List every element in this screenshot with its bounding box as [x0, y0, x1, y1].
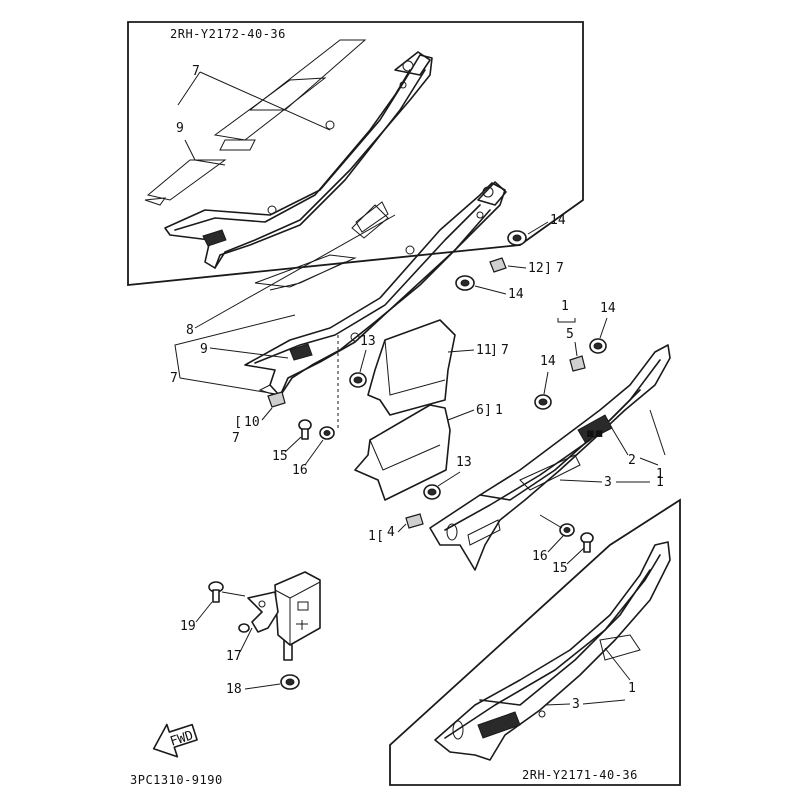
- label-14-b: 14: [508, 287, 524, 302]
- top-inset-decal-upper: [213, 77, 327, 151]
- decal-main-stripe: [254, 254, 357, 291]
- part-10-damper: [267, 391, 286, 408]
- diagram-code: 3PC1310-9190: [130, 773, 223, 787]
- emblem-text: ▪▪: [586, 426, 604, 441]
- top-inset-decal-lower: [144, 159, 227, 206]
- bottom-inset-side-cover: [434, 541, 671, 761]
- label-14-a: 14: [550, 213, 566, 228]
- bottom-inset: 2RH-Y2171-40-36 3 1: [389, 498, 681, 786]
- right-side-cover: ▪▪: [429, 344, 671, 571]
- label-11: 11: [476, 343, 492, 358]
- label-15-b: 15: [552, 561, 568, 576]
- label-4-ref: 1: [368, 529, 376, 544]
- part-16-collar-a: [319, 426, 335, 440]
- top-inset: 2RH-Y2172-40-36 7 9: [127, 21, 584, 286]
- part-14-grommet-c: [589, 338, 607, 354]
- label-11-ref: 7: [501, 343, 509, 358]
- label-5: 5: [566, 327, 574, 342]
- fwd-label: FWD: [168, 728, 195, 750]
- label-8: 8: [186, 323, 194, 338]
- label-10: 10: [244, 415, 260, 430]
- label-3-bottom: 3: [572, 697, 580, 712]
- label-15-a: 15: [272, 449, 288, 464]
- label-13-b: 13: [456, 455, 472, 470]
- label-18: 18: [226, 682, 242, 697]
- label-16-a: 16: [292, 463, 308, 478]
- part-15-screw-a: [298, 419, 312, 440]
- part-5-damper: [569, 355, 586, 372]
- top-inset-decal-small: [355, 201, 389, 233]
- label-14-c: 14: [600, 301, 616, 316]
- part-16-collar-b: [559, 523, 575, 537]
- top-inset-side-cover: [164, 51, 433, 269]
- part-4-damper: [405, 513, 424, 529]
- label-19: 19: [180, 619, 196, 634]
- bracket-12: ]: [545, 261, 550, 276]
- fwd-arrow-icon: FWD: [152, 723, 198, 758]
- part-13-grommet-a: [349, 372, 367, 388]
- top-inset-decal-stripe: [248, 39, 367, 111]
- part-13-grommet-b: [423, 484, 441, 500]
- label-4: 4: [387, 525, 395, 540]
- top-inset-code: 2RH-Y2172-40-36: [170, 27, 286, 41]
- top-inset-frame: [127, 21, 584, 286]
- bracket-10-open: [: [236, 415, 241, 430]
- label-7-top: 7: [192, 64, 200, 79]
- label-16-b: 16: [532, 549, 548, 564]
- label-2-ref: 1: [656, 467, 664, 482]
- bottom-inset-frame: [389, 498, 681, 786]
- part-12-damper: [489, 257, 507, 273]
- part-14-grommet-a: [507, 230, 527, 246]
- part-11-inner-panel: [367, 319, 456, 416]
- label-7: 7: [170, 371, 178, 386]
- label-9: 9: [200, 342, 208, 357]
- label-12: 12: [528, 261, 544, 276]
- part-19-bolt: [208, 581, 246, 603]
- label-2: 2: [628, 453, 636, 468]
- label-3-ref: 1: [656, 475, 664, 490]
- part-15-screw-b: [580, 532, 594, 553]
- part-14-grommet-b: [455, 275, 475, 291]
- label-10-ref: 7: [232, 431, 240, 446]
- label-3: 3: [604, 475, 612, 490]
- label-9-top: 9: [176, 121, 184, 136]
- part-6-inner-panel: [354, 404, 451, 501]
- label-12-ref: 7: [556, 261, 564, 276]
- bracket-11: ]: [491, 343, 496, 358]
- label-1-bottom: 1: [628, 681, 636, 696]
- label-13-a: 13: [360, 334, 376, 349]
- bracket-4-open: [: [378, 529, 383, 544]
- label-17: 17: [226, 649, 242, 664]
- label-14-d: 14: [540, 354, 556, 369]
- label-6-ref: 1: [495, 403, 503, 418]
- right-decal-stripe: [519, 454, 581, 491]
- label-1-top: 1: [561, 299, 569, 314]
- bracket-6: ]: [485, 403, 490, 418]
- part-14-grommet-d: [534, 394, 552, 410]
- part-18-grommet: [280, 674, 300, 690]
- bottom-inset-code: 2RH-Y2171-40-36: [522, 768, 638, 782]
- label-6: 6: [476, 403, 484, 418]
- part-17-bracket-assembly: [238, 571, 321, 661]
